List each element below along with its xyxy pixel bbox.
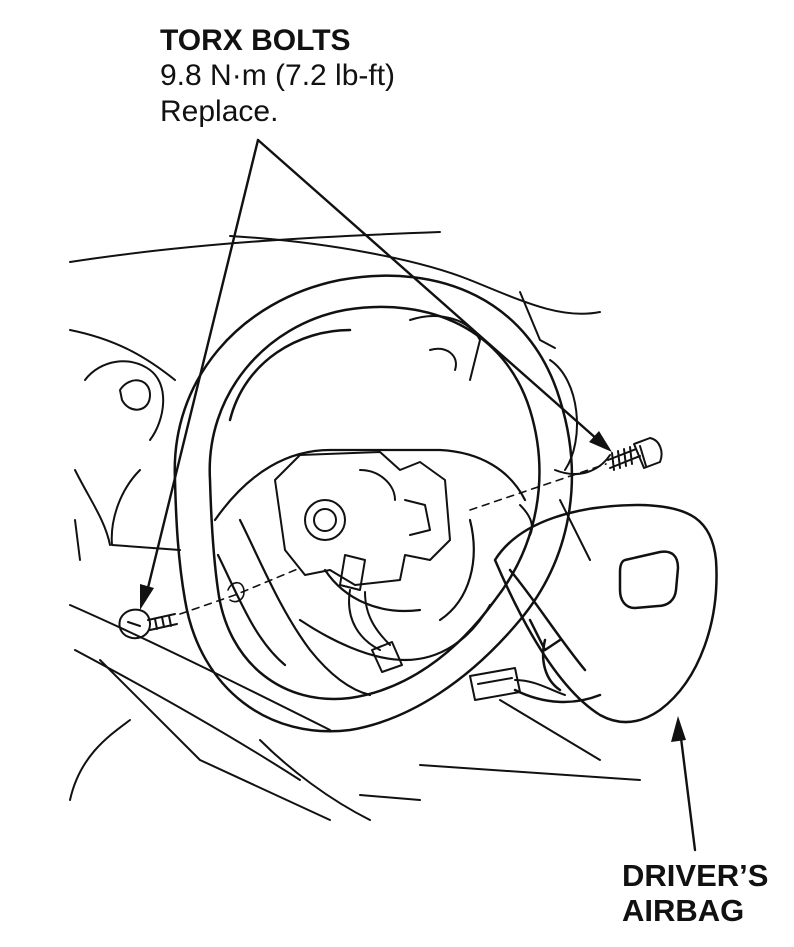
torx-bolts-note: Replace. [160,95,279,128]
torx-bolt-left [118,608,178,640]
torx-bolts-title: TORX BOLTS [160,24,351,57]
torx-bolts-leader-lines [143,138,600,602]
torx-bolts-arrowheads [140,431,612,610]
airbag-connector [469,667,566,701]
steering-wheel-spokes [213,448,527,697]
bolt-alignment-lines [179,463,607,615]
steering-hub [274,451,451,673]
bolt-hole-marks [227,581,245,603]
dashboard-outline [69,231,641,821]
drivers-airbag-arrowhead [671,716,686,742]
torx-bolts-torque: 9.8 N·m (7.2 lb-ft) [160,59,396,92]
drivers-airbag-callout: DRIVER’S AIRBAG [622,858,768,928]
drivers-airbag-leader-line [678,728,697,852]
steering-wheel-rim [173,274,574,733]
torx-bolts-callout: TORX BOLTS 9.8 N·m (7.2 lb-ft) Replace. [160,24,395,130]
torx-bolt-right [607,437,663,471]
drivers-airbag-label-line1: DRIVER’S [622,858,769,893]
drivers-airbag-label-line2: AIRBAG [622,893,745,928]
drivers-airbag-module [493,503,718,724]
